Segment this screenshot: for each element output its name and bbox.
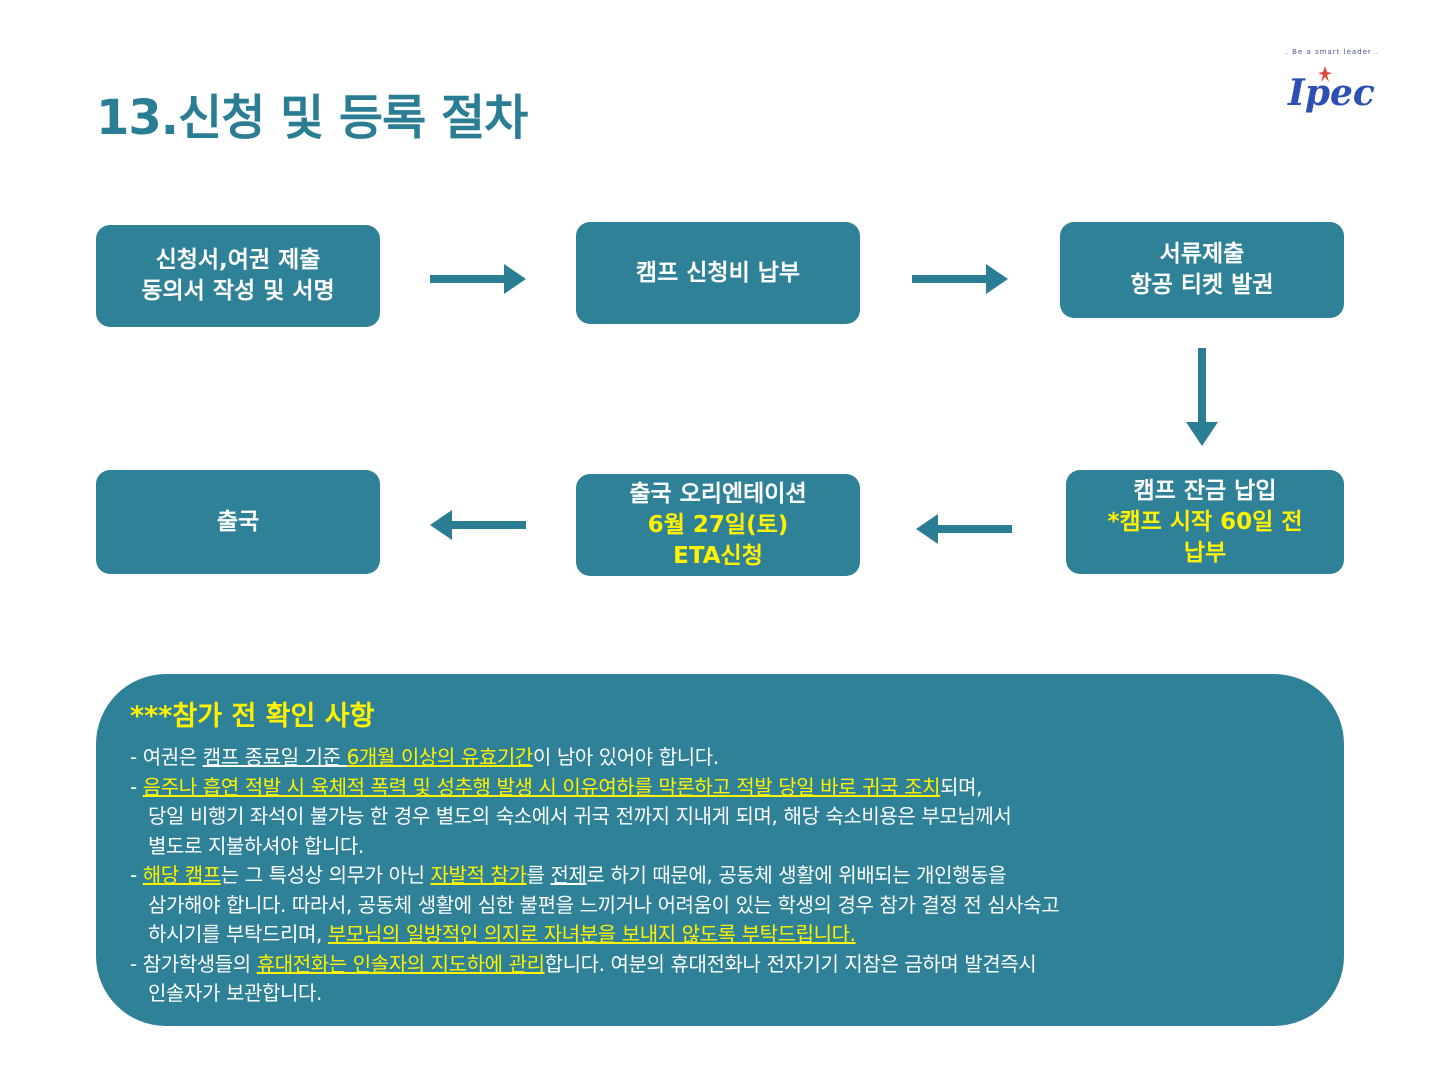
arrow-down-icon [1186, 348, 1218, 446]
notice-item-voluntary: - 해당 캠프는 그 특성상 의무가 아닌 자발적 참가를 전제로 하기 때문에… [130, 861, 1314, 891]
notice-text-highlight: 부모님의 일방적인 의지로 자녀분을 보내지 않도록 부탁드립니다. [327, 922, 856, 946]
logo-tagline: . Be a smart leader . [1285, 48, 1379, 56]
notice-item-phone: - 참가학생들의 휴대전화는 인솔자의 지도하에 관리합니다. 여분의 휴대전화… [130, 950, 1314, 980]
arrow-right-icon [912, 264, 1008, 294]
ipec-logo: . Be a smart leader . Ipec [1282, 48, 1382, 128]
notice-text: 는 그 특성상 의무가 아닌 [220, 863, 431, 887]
step-line: 신청서,여권 제출 [155, 247, 321, 273]
notice-text: - [130, 774, 143, 799]
notice-text-underlined: 전제 [550, 863, 587, 887]
step-departure-orientation: 출국 오리엔테이션 6월 27일(토) ETA신청 [576, 474, 860, 576]
step-line: 출국 오리엔테이션 [629, 480, 807, 507]
notice-item-voluntary-cont: 하시기를 부탁드리며, 부모님의 일방적인 의지로 자녀분을 보내지 않도록 부… [130, 920, 1314, 950]
step-line: 캠프 잔금 납입 [1133, 477, 1277, 504]
notice-text-underlined: 캠프 종료일 기준 [202, 745, 347, 769]
step-application-documents: 신청서,여권 제출 동의서 작성 및 서명 [96, 225, 380, 327]
notice-text: 이 남아 있어야 합니다. [532, 745, 719, 769]
logo-star-icon [1318, 66, 1332, 82]
notice-item-misconduct-cont: 별도로 지불하셔야 합니다. [148, 833, 364, 858]
notice-panel: ***참가 전 확인 사항 - 여권은 캠프 종료일 기준 6개월 이상의 유효… [96, 674, 1344, 1026]
notice-text: 되며, [940, 774, 983, 799]
step-documents-ticket: 서류제출 항공 티켓 발권 [1060, 222, 1344, 318]
notice-text: - 참가학생들의 [130, 951, 257, 976]
step-line: 6월 27일(토) [647, 511, 789, 538]
step-line: 출국 [216, 508, 260, 535]
notice-body: - 여권은 캠프 종료일 기준 6개월 이상의 유효기간이 남아 있어야 합니다… [130, 743, 1314, 1009]
notice-text-highlight: 자발적 참가 [430, 863, 527, 887]
notice-item-passport: - 여권은 캠프 종료일 기준 6개월 이상의 유효기간이 남아 있어야 합니다… [130, 743, 1314, 773]
step-balance-payment: 캠프 잔금 납입 *캠프 시작 60일 전 납부 [1066, 470, 1344, 574]
step-line: 납부 [1183, 539, 1227, 566]
notice-item-voluntary-cont: 삼가해야 합니다. 따라서, 공동체 생활에 심한 불편을 느끼거나 어려움이 … [148, 892, 1060, 917]
page-title: 13.신청 및 등록 절차 [96, 90, 528, 146]
notice-text: - 여권은 [130, 745, 203, 769]
step-line: ETA신청 [673, 542, 763, 569]
logo-wordmark: Ipec [1288, 72, 1375, 114]
step-line: 동의서 작성 및 서명 [141, 278, 335, 304]
step-line: 캠프 신청비 납부 [635, 259, 801, 286]
notice-text-highlight: 음주나 흡연 적발 시 육체적 폭력 및 성추행 발생 시 이유여하를 막론하고… [142, 774, 941, 799]
step-line: *캠프 시작 60일 전 [1107, 508, 1303, 535]
notice-text-highlight: 6개월 이상의 유효기간 [346, 745, 534, 769]
notice-item-misconduct: - 음주나 흡연 적발 시 육체적 폭력 및 성추행 발생 시 이유여하를 막론… [130, 773, 1314, 803]
notice-text-highlight: 휴대전화는 인솔자의 지도하에 관리 [256, 951, 545, 976]
arrow-left-icon [916, 514, 1012, 544]
notice-text: 하시기를 부탁드리며, [148, 922, 328, 946]
notice-item-phone-cont: 인솔자가 보관합니다. [148, 981, 322, 1005]
notice-item-misconduct-cont: 당일 비행기 좌석이 불가능 한 경우 별도의 숙소에서 귀국 전까지 지내게 … [148, 804, 1012, 828]
step-application-fee: 캠프 신청비 납부 [576, 222, 860, 324]
notice-text: 합니다. 여분의 휴대전화나 전자기기 지참은 금하며 발견즉시 [544, 951, 1037, 976]
arrow-right-icon [430, 264, 526, 294]
notice-text-highlight: 해당 캠프 [142, 863, 221, 887]
notice-text: - [130, 863, 143, 887]
step-line: 항공 티켓 발권 [1130, 272, 1274, 298]
arrow-left-icon [430, 510, 526, 540]
step-line: 서류제출 [1159, 241, 1245, 267]
step-departure: 출국 [96, 470, 380, 574]
notice-text: 를 [526, 863, 551, 887]
notice-title: ***참가 전 확인 사항 [130, 701, 375, 732]
notice-text: 로 하기 때문에, 공동체 생활에 위배되는 개인행동을 [586, 863, 1007, 887]
